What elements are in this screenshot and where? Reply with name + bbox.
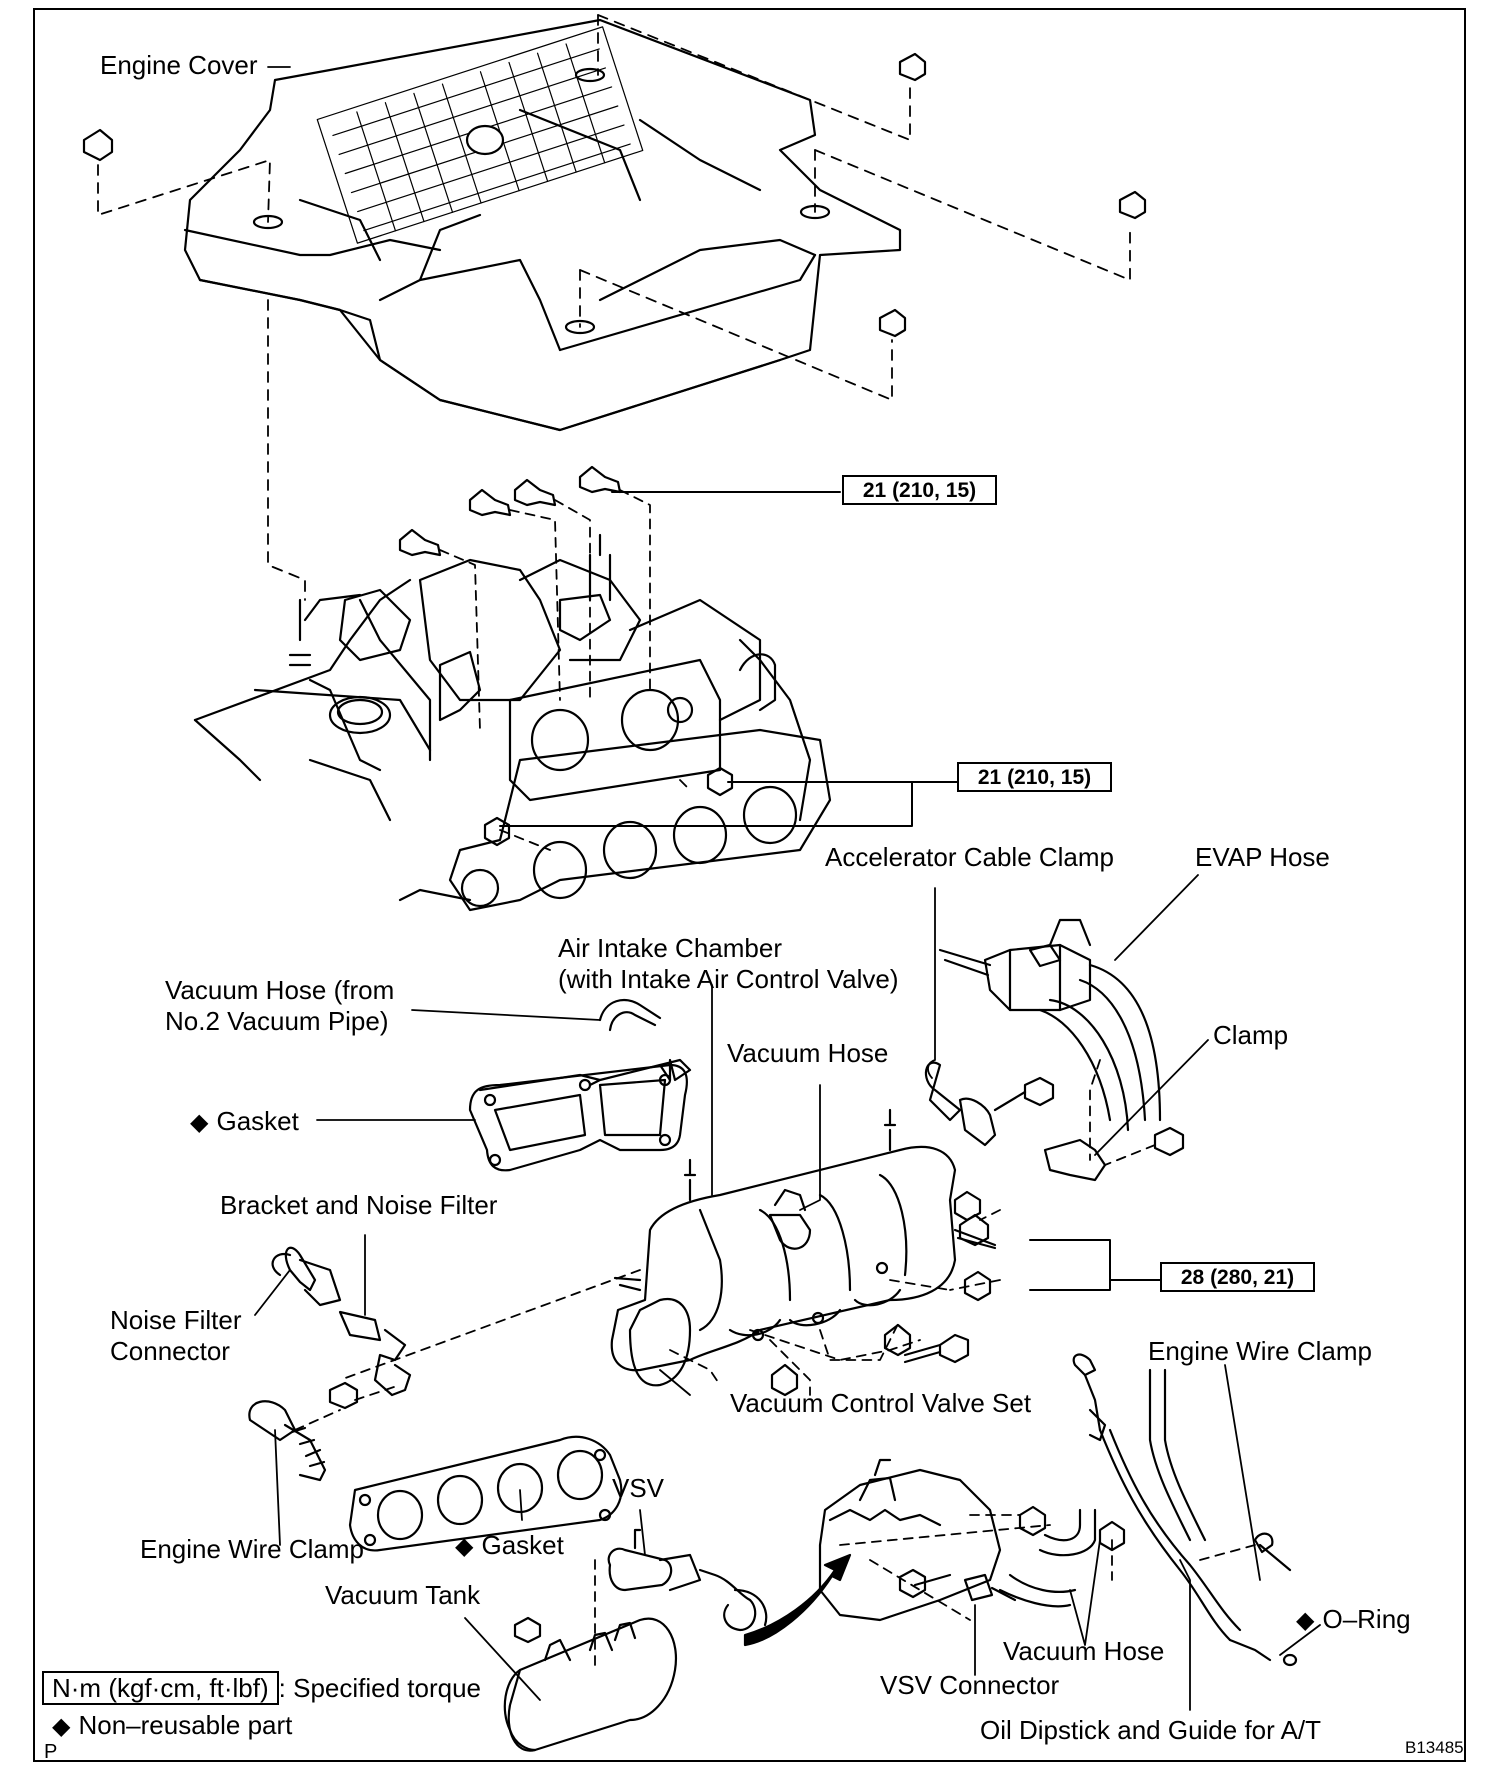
vacuum-hoses-bottom: [998, 1508, 1097, 1608]
label-leaders: [254, 66, 1321, 1711]
corner-label-p: P: [44, 1741, 58, 1763]
label-evap-hose: EVAP Hose: [1195, 842, 1330, 872]
legend-nonreusable-text: Non–reusable part: [78, 1710, 293, 1740]
air-intake-chamber: [610, 1108, 957, 1387]
label-noise-filter-connector: Noise Filter Connector: [110, 1305, 242, 1367]
evap-hose: [1078, 963, 1162, 1122]
vsv-connector: [963, 1573, 1017, 1602]
intake-nuts: [483, 766, 734, 847]
figure-id: B13485: [1405, 1738, 1464, 1757]
cover-dashed-lines: [97, 14, 1131, 601]
noise-filter-bracket: [271, 1246, 412, 1410]
label-engine-wire-clamp-left: Engine Wire Clamp: [140, 1534, 364, 1564]
diagram-frame: [33, 8, 1466, 1762]
label-air-intake-chamber: Air Intake Chamber (with Intake Air Cont…: [558, 933, 899, 995]
cover-nuts: [82, 52, 1147, 338]
vacuum-hose-small: [598, 998, 662, 1032]
label-engine-cover: Engine Cover: [100, 50, 258, 80]
dipstick-dashed: [1111, 1539, 1256, 1581]
engine-cover: [183, 18, 902, 432]
legend-torque-desc: : Specified torque: [278, 1673, 482, 1703]
legend-nonreusable: ◆ Non–reusable part: [52, 1710, 292, 1741]
torque-dashed: [949, 1209, 1001, 1291]
wire-clamp-dashed: [294, 1409, 341, 1431]
label-gasket-upper: ◆ Gasket: [190, 1106, 299, 1138]
label-gasket-lower: ◆ Gasket: [455, 1530, 564, 1562]
label-vsv: VSV: [612, 1473, 665, 1503]
chamber-dashed: [339, 1269, 951, 1396]
chamber-bolts-upper: [398, 465, 622, 557]
label-o-ring-text: O–Ring: [1322, 1604, 1411, 1634]
wire-clamp-left: [248, 1400, 327, 1482]
gasket-lower: [348, 1435, 623, 1552]
vsv: [513, 1528, 768, 1644]
label-vacuum-hose-top: Vacuum Hose: [727, 1038, 889, 1068]
nonreusable-diamond-icon: ◆: [52, 1713, 71, 1740]
clamp: [1043, 1126, 1185, 1182]
label-vsv-connector: VSV Connector: [880, 1670, 1060, 1700]
label-vacuum-control-valve-set: Vacuum Control Valve Set: [730, 1388, 1032, 1418]
torque-box-chamber-lower: 28 (280, 21): [1160, 1262, 1315, 1292]
accel-cable-clamp: [924, 1061, 1055, 1147]
torque-box-intake-nuts: 21 (210, 15): [957, 762, 1112, 792]
label-clamp: Clamp: [1213, 1020, 1289, 1050]
torque-box-chamber-bolts: 21 (210, 15): [842, 475, 997, 505]
nonreusable-diamond-icon: ◆: [1296, 1607, 1315, 1634]
bracket-dashed: [354, 1384, 401, 1401]
label-engine-wire-clamp-right: Engine Wire Clamp: [1148, 1336, 1372, 1366]
torque-leaders: [499, 491, 1161, 1291]
label-o-ring: ◆ O–Ring: [1296, 1604, 1411, 1636]
vsv-arrow: [743, 1553, 852, 1647]
evap-dashed: [1089, 1059, 1156, 1166]
valve-set-dashed: [839, 1514, 1051, 1621]
vacuum-tank: [503, 1617, 678, 1752]
oil-dipstick: [1072, 1353, 1298, 1667]
legend-torque: N·m (kgf·cm, ft·lbf): Specified torque: [42, 1671, 482, 1705]
label-gasket-lower-text: Gasket: [481, 1530, 564, 1560]
nonreusable-diamond-icon: ◆: [455, 1533, 474, 1560]
chamber-bolts-lower: [770, 1190, 997, 1397]
nonreusable-diamond-icon: ◆: [190, 1109, 209, 1136]
throttle-body: [938, 918, 1130, 1132]
label-accelerator-cable-clamp: Accelerator Cable Clamp: [825, 842, 1115, 872]
chamber-gasket: [468, 1058, 692, 1172]
label-bracket-noise-filter: Bracket and Noise Filter: [220, 1190, 498, 1220]
label-gasket-upper-text: Gasket: [216, 1106, 299, 1136]
legend-torque-unit: N·m (kgf·cm, ft·lbf): [42, 1671, 279, 1705]
engine-body: [193, 533, 812, 822]
intake-gasket-upper: [398, 728, 832, 912]
label-vacuum-tank: Vacuum Tank: [325, 1580, 481, 1610]
label-oil-dipstick: Oil Dipstick and Guide for A/T: [980, 1715, 1322, 1745]
label-vacuum-hose-from-pipe: Vacuum Hose (from No.2 Vacuum Pipe): [165, 975, 395, 1037]
label-vacuum-hose-bottom: Vacuum Hose: [1003, 1636, 1165, 1666]
